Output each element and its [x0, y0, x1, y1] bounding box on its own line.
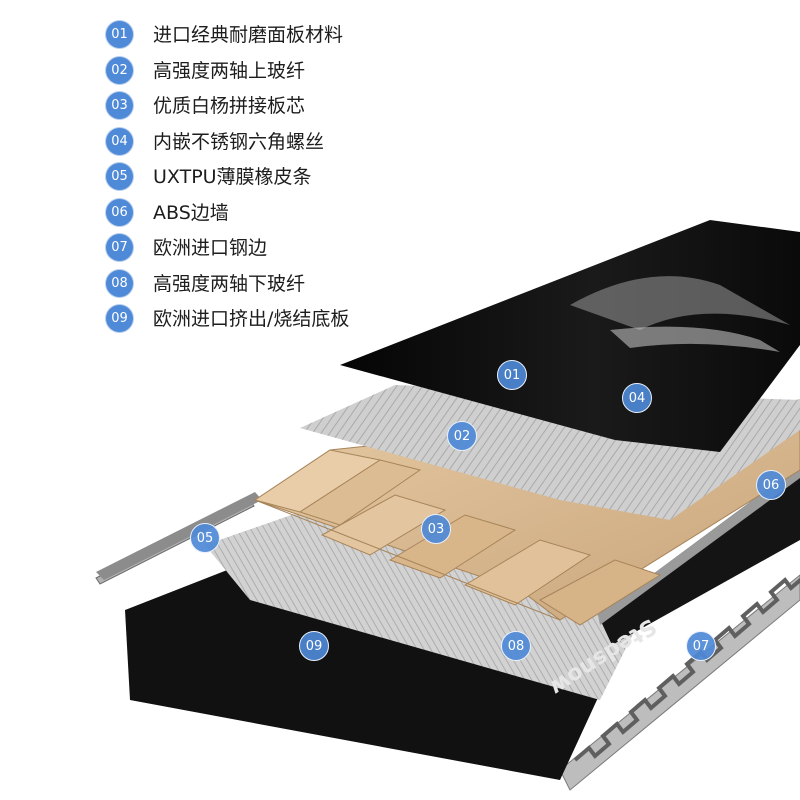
- legend-label: UXTPU薄膜橡皮条: [153, 166, 312, 188]
- legend-label: 高强度两轴上玻纤: [153, 59, 306, 82]
- legend-number-badge: 08: [106, 269, 133, 297]
- legend-item: 06 ABS边墙: [106, 198, 446, 228]
- legend-number-badge: 01: [106, 21, 133, 48]
- legend-label: 欧洲进口钢边: [153, 237, 268, 259]
- marker-05: 05: [190, 523, 220, 553]
- base-layer: [125, 565, 620, 780]
- legend-number-badge: 04: [106, 127, 133, 155]
- topsheet-layer: [340, 220, 800, 452]
- legend-number-badge: 05: [106, 163, 133, 190]
- legend-label: 内嵌不锈钢六角螺丝: [153, 130, 325, 153]
- legend-number-badge: 03: [106, 92, 133, 119]
- legend-label: 欧洲进口挤出/烧结底板: [153, 308, 350, 330]
- legend-item: 08 高强度两轴下玻纤: [106, 269, 446, 299]
- marker-01: 01: [497, 360, 527, 390]
- legend-label: 进口经典耐磨面板材料: [153, 24, 344, 46]
- marker-09: 09: [299, 631, 329, 661]
- lower-fiberglass-layer: [205, 505, 640, 700]
- legend-label: 优质白杨拼接板芯: [153, 95, 306, 117]
- legend-number-badge: 02: [106, 56, 133, 84]
- marker-04: 04: [622, 383, 652, 413]
- legend-number-badge: 07: [106, 234, 133, 261]
- legend-item: 09 欧洲进口挤出/烧结底板: [106, 304, 446, 334]
- legend-number-badge: 06: [106, 198, 133, 226]
- legend-label: 高强度两轴下玻纤: [153, 272, 306, 295]
- marker-07: 07: [686, 631, 716, 661]
- marker-08: 08: [501, 631, 531, 661]
- legend-item: 02 高强度两轴上玻纤: [106, 56, 446, 86]
- marker-03: 03: [421, 514, 451, 544]
- legend-label: ABS边墙: [153, 201, 229, 224]
- legend-number-badge: 09: [106, 305, 133, 332]
- legend-item: 05 UXTPU薄膜橡皮条: [106, 162, 446, 192]
- marker-06: 06: [756, 470, 786, 500]
- tpu-rubber-strip: [96, 492, 262, 580]
- legend-item: 04 内嵌不锈钢六角螺丝: [106, 127, 446, 157]
- legend-item: 01 进口经典耐磨面板材料: [106, 20, 446, 50]
- legend-item: 07 欧洲进口钢边: [106, 233, 446, 263]
- legend-item: 03 优质白杨拼接板芯: [106, 91, 446, 121]
- marker-02: 02: [447, 421, 477, 451]
